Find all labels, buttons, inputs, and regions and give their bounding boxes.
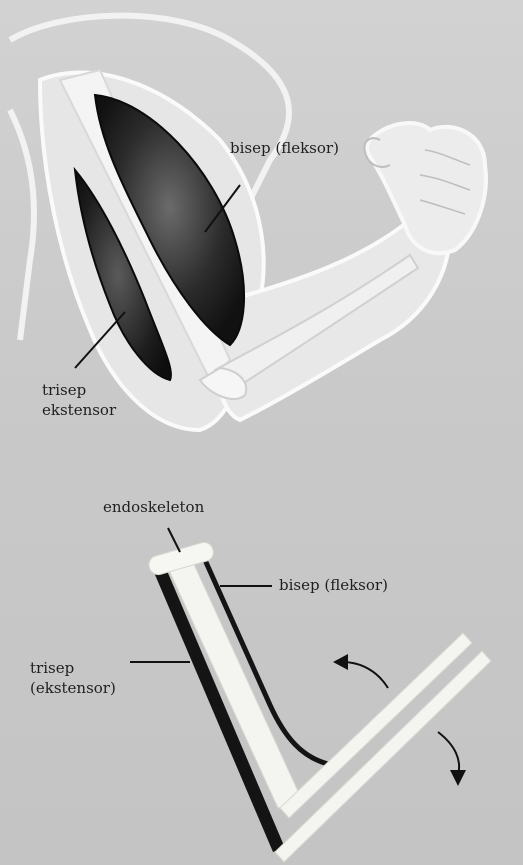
extend-arrowhead: [450, 770, 466, 786]
forearm-bar-1: [280, 633, 472, 818]
triceps-label-top: trisep ekstensor: [42, 380, 116, 420]
endoskeleton-leader-line: [168, 528, 180, 552]
arm-illustration: [10, 16, 486, 430]
endoskeleton-label: endoskeleton: [103, 497, 204, 517]
triceps-label-bottom-line1: trisep: [30, 658, 116, 678]
flex-arrow: [342, 662, 388, 688]
biceps-label-top: bisep (fleksor): [230, 138, 339, 158]
triceps-label-top-line2: ekstensor: [42, 400, 116, 420]
upper-arm-bar: [168, 560, 302, 808]
fist: [367, 123, 486, 253]
triceps-band: [153, 566, 285, 852]
torso-outline: [10, 110, 34, 340]
extend-arrow: [438, 732, 459, 775]
triceps-label-top-line1: trisep: [42, 380, 116, 400]
triceps-label-bottom: trisep (ekstensor): [30, 658, 116, 698]
triceps-label-bottom-line2: (ekstensor): [30, 678, 116, 698]
biceps-label-bottom: bisep (fleksor): [279, 575, 388, 595]
flex-arrowhead: [333, 654, 348, 670]
